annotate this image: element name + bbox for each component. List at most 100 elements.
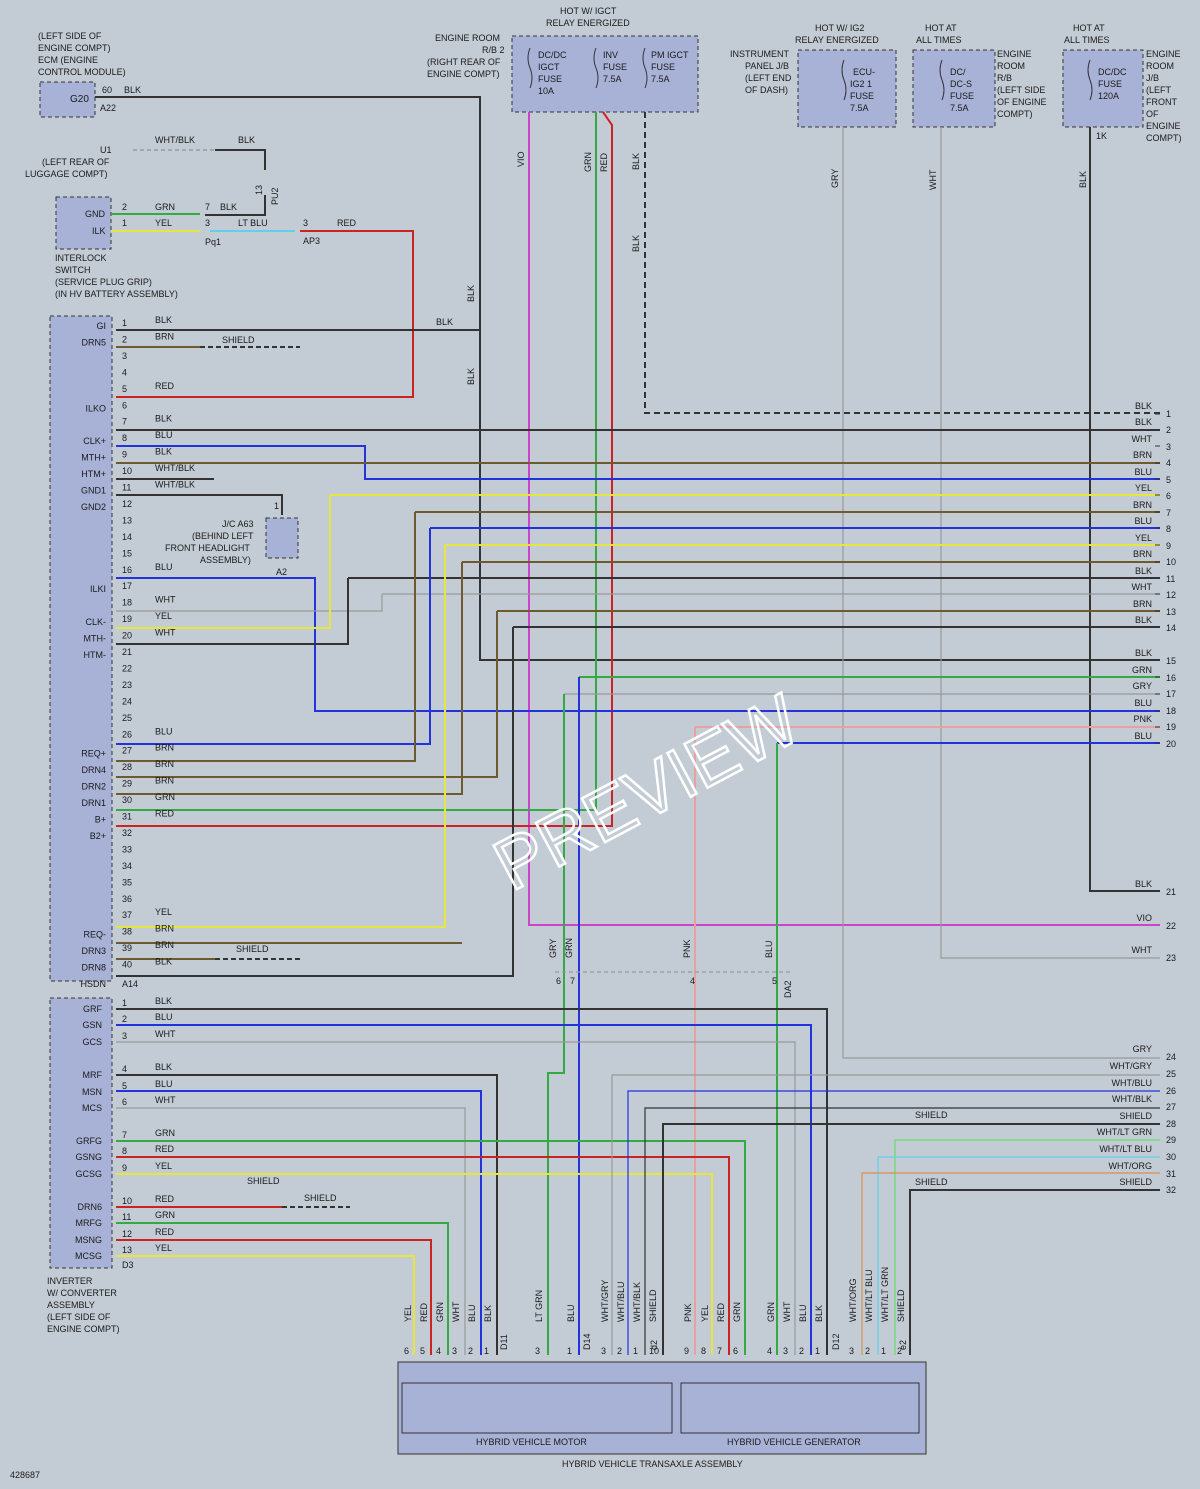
inverter-line: INVERTER (47, 1276, 93, 1286)
hot-all-line: ALL TIMES (916, 35, 962, 45)
interlock-wire2: LT BLU (238, 218, 268, 228)
a14-pin-number: 29 (122, 779, 132, 789)
fuse-ecu: 7.5A (850, 103, 869, 113)
a14-pin-name: REQ- (84, 930, 107, 940)
right-terminal-number: 30 (1166, 1152, 1176, 1162)
conn-label: d2 (649, 1340, 659, 1350)
wire-label: GRN (583, 152, 593, 172)
fuse-inv: INV (603, 50, 618, 60)
right-terminal-number: 31 (1166, 1169, 1176, 1179)
a14-wire-color: RED (155, 809, 175, 819)
interlock-pin: 2 (122, 202, 127, 212)
d3-pin-name: GRFG (76, 1136, 102, 1146)
right-terminal-number: 9 (1166, 541, 1171, 551)
interlock-pin: 1 (122, 218, 127, 228)
right-terminal-number: 13 (1166, 607, 1176, 617)
bottom-pin-number: 2 (897, 1346, 902, 1356)
bottom-pin-number: 7 (717, 1346, 722, 1356)
a14-pin-number: 32 (122, 828, 132, 838)
right-wire-color: WHT (1132, 945, 1153, 955)
bottom-wire-label: SHIELD (896, 1289, 906, 1322)
a14-pin-number: 6 (122, 400, 127, 410)
right-wire-color: WHT/LT GRN (1097, 1127, 1152, 1137)
u1-block: U1 (LEFT REAR OF LUGGAGE COMPT) WHT/BLK … (25, 135, 280, 205)
er-jb-line: ROOM (1146, 61, 1174, 71)
u1-name: U1 (100, 145, 112, 155)
right-wire-color: GRY (1133, 681, 1152, 691)
wire (116, 528, 431, 745)
fuse-igct: DC/DC (538, 50, 567, 60)
wire (116, 545, 446, 928)
interlock-block: GND ILK 2 1 GRN YEL 7 3 BLK LT BLU Pq1 3… (55, 196, 357, 299)
d3-pin-number: 11 (122, 1212, 131, 1222)
wire-label: BLK (436, 317, 453, 327)
wire (205, 195, 266, 216)
d3-pin-name: MCSG (75, 1251, 102, 1261)
d3-pin-name: MCS (82, 1103, 102, 1113)
a14-pin-name: CLK+ (83, 436, 106, 446)
a14-pin-number: 20 (122, 631, 132, 641)
wire (528, 112, 1160, 926)
a14-wire-color: BRN (155, 776, 174, 786)
bottom-pin-number: 2 (799, 1346, 804, 1356)
right-wire-color: GRN (1132, 665, 1152, 675)
right-terminal-number: 1 (1166, 409, 1171, 419)
a14-pin-number: 5 (122, 384, 127, 394)
a14-pin-number: 37 (122, 910, 132, 920)
fuse-pm: PM IGCT (651, 50, 689, 60)
a14-pin-number: 3 (122, 351, 127, 361)
right-wire-color: SHIELD (1119, 1177, 1152, 1187)
a14-wire-color: BLK (155, 414, 172, 424)
a14-pin-number: 7 (122, 417, 127, 427)
jc-a63-pin: A2 (276, 567, 287, 577)
interlock-wire-red: RED (337, 218, 357, 228)
right-terminal-number: 29 (1166, 1135, 1176, 1145)
a14-wire-color: WHT/BLK (155, 463, 195, 473)
diagram-id: 428687 (10, 1470, 40, 1480)
wire (116, 1140, 746, 1355)
wire (116, 627, 514, 977)
ecu-ig2-fuse-box (797, 49, 897, 128)
a14-pin-number: 30 (122, 795, 132, 805)
fuse-ecu: ECU- (853, 67, 875, 77)
wire-label: RED (599, 152, 609, 172)
a14-wire-color: BLK (155, 447, 172, 457)
wire (116, 1107, 466, 1355)
fuse-inv: FUSE (603, 62, 627, 72)
bottom-pin-number: 1 (815, 1346, 820, 1356)
right-terminal-number: 3 (1166, 442, 1171, 452)
wire (116, 1173, 713, 1355)
bottom-wire-label: GRN (766, 1302, 776, 1322)
wire (116, 1222, 449, 1355)
motor-name: HYBRID VEHICLE MOTOR (476, 1437, 587, 1447)
right-wire-color: WHT/ORG (1109, 1161, 1153, 1171)
a14-pin-name: DRN4 (81, 765, 106, 775)
jc-a63-line: J/C A63 (222, 519, 254, 529)
wire (116, 512, 416, 762)
right-wire-color: BRN (1133, 450, 1152, 460)
wire (611, 1074, 1160, 1355)
a14-pin-number: 40 (122, 960, 132, 970)
right-terminal-number: 15 (1166, 656, 1176, 666)
hot-igct-line: RELAY ENERGIZED (546, 18, 630, 28)
inverter-label: INVERTER W/ CONVERTER ASSEMBLY (LEFT SID… (47, 1276, 120, 1334)
bottom-wire-label: RED (716, 1302, 726, 1322)
wire (116, 578, 349, 645)
dcs-fuse-box (912, 49, 996, 128)
bottom-pin-number: 4 (767, 1346, 772, 1356)
inverter-line: ASSEMBLY (47, 1300, 95, 1310)
a14-pin-number: 23 (122, 680, 132, 690)
ig2-block: HOT W/ IG2 RELAY ENERGIZED INSTRUMENT PA… (730, 23, 897, 128)
a14-pin-number: 36 (122, 894, 132, 904)
a14-pin-number: 15 (122, 548, 132, 558)
d3-wire-color: RED (155, 1227, 175, 1237)
bottom-wire-label: BLK (814, 1305, 824, 1322)
shield-label: SHIELD (304, 1193, 337, 1203)
bottom-wire-label: WHT/LT BLU (864, 1269, 874, 1322)
d3-pin-name: DRN6 (77, 1202, 102, 1212)
wire (547, 694, 565, 1355)
right-wire-color: WHT/LT BLU (1099, 1144, 1152, 1154)
a14-wire-color: WHT (155, 628, 176, 638)
bottom-wire-label: WHT/LT GRN (880, 1267, 890, 1322)
